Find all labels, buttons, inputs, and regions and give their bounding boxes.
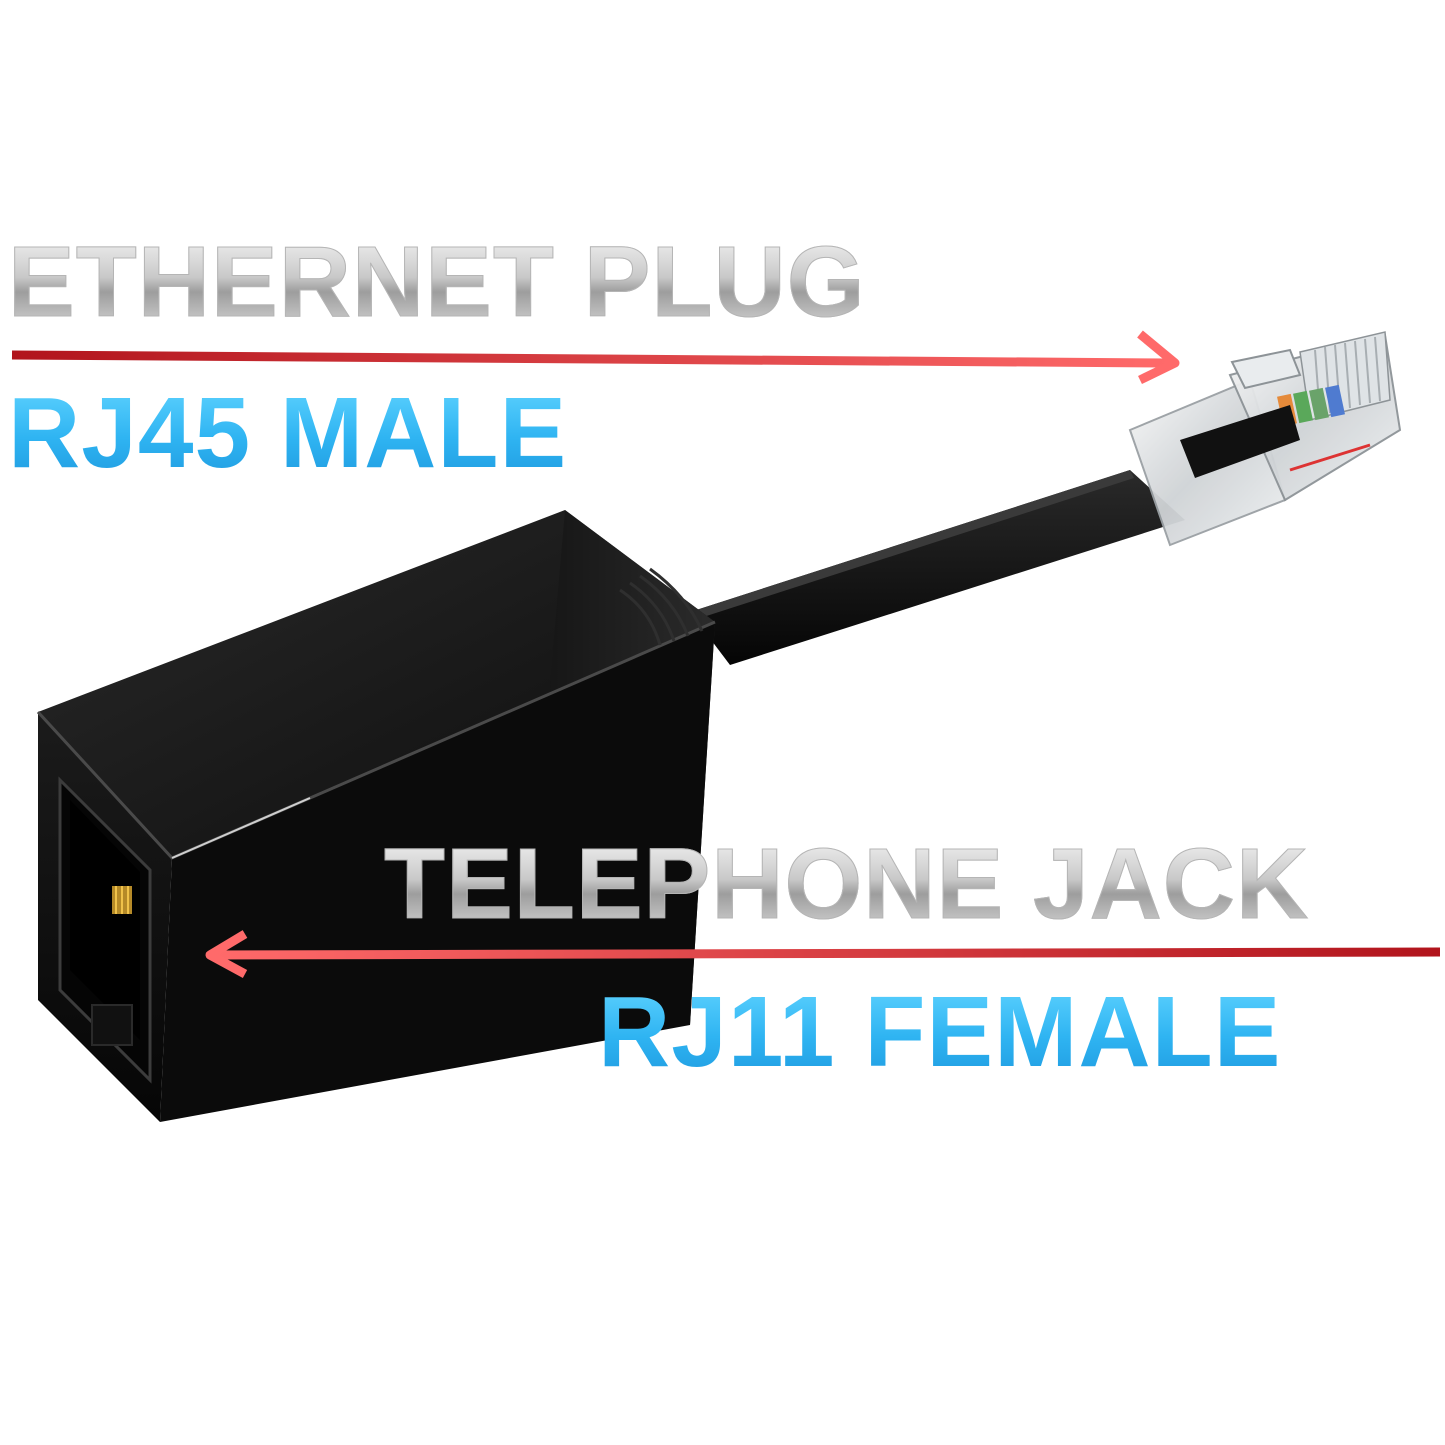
ethernet-plug-label: ETHERNET PLUG: [7, 226, 866, 338]
rj45-plug: [1128, 331, 1402, 547]
adapter-box: [36, 510, 716, 1122]
telephone-jack-label: TELEPHONE JACK: [383, 828, 1310, 940]
flat-cable: [690, 470, 1185, 665]
rj45-male-label: RJ45 MALE: [8, 377, 568, 489]
rj11-female-label: RJ11 FEMALE: [598, 976, 1282, 1088]
rj11-port: [58, 776, 152, 1084]
